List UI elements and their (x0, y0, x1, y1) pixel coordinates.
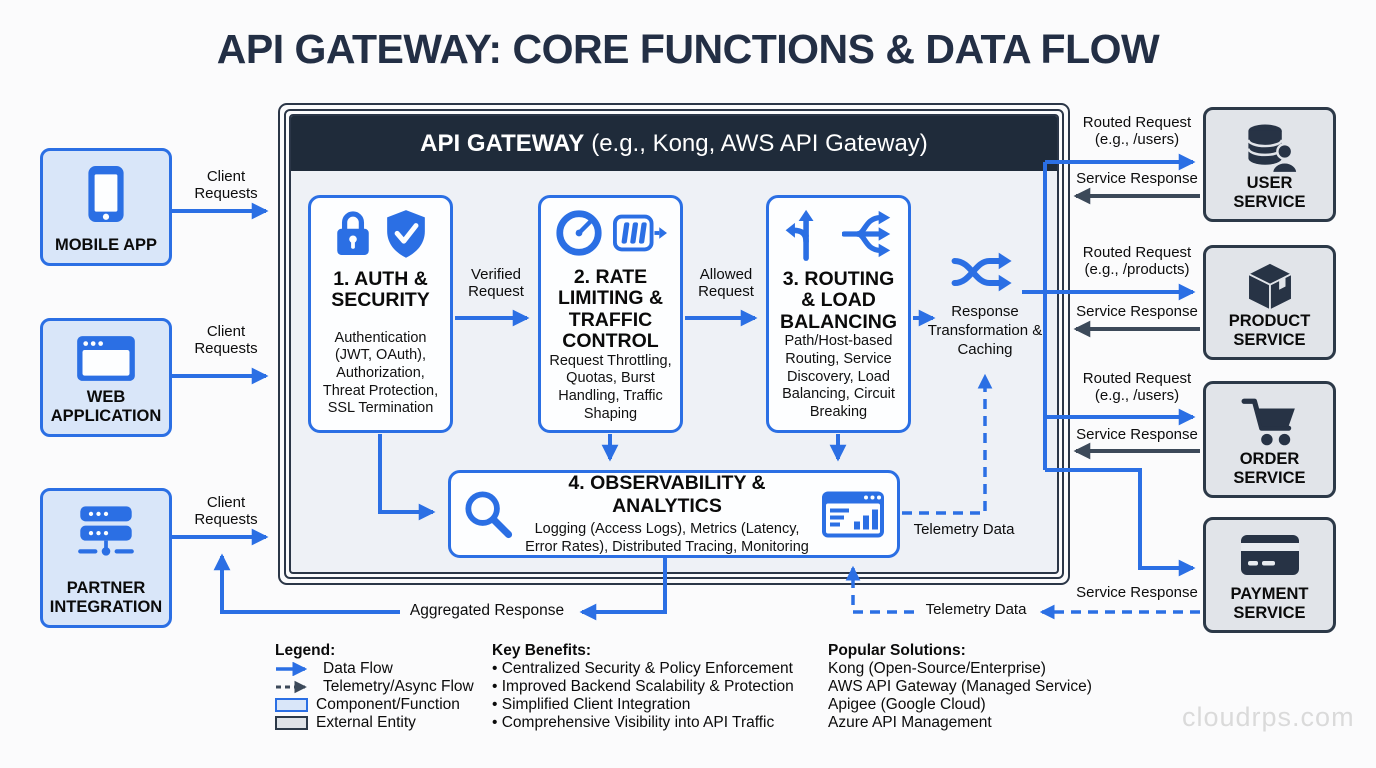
allowed-request-label: Allowed Request (698, 266, 754, 301)
client-label: PARTNER INTEGRATION (49, 579, 163, 616)
legend-item-component: Component/Function (275, 696, 490, 714)
merge-arrows-icon (842, 210, 891, 258)
user-service-box: USER SERVICE (1203, 107, 1336, 222)
service-label: PRODUCT SERVICE (1228, 312, 1311, 349)
client-label: WEB APPLICATION (50, 388, 162, 425)
page-title: API GATEWAY: CORE FUNCTIONS & DATA FLOW (216, 26, 1160, 72)
split-arrows-icon (785, 209, 814, 261)
legend-block: Legend: Data Flow Telemetry/Async Flow C… (275, 642, 490, 732)
popular-solutions-block: Popular Solutions: Kong (Open-Source/Ent… (828, 642, 1128, 732)
web-application-box: WEB APPLICATION (40, 318, 172, 437)
key-benefit-item: • Centralized Security & Policy Enforcem… (492, 660, 793, 677)
lock-icon (337, 211, 369, 255)
observability-details: Logging (Access Logs), Metrics (Latency,… (525, 521, 809, 555)
auth-security-icons (332, 208, 429, 260)
service-label: PAYMENT SERVICE (1230, 585, 1309, 622)
browser-icon (77, 336, 135, 381)
client-label: MOBILE APP (54, 235, 158, 254)
shield-check-icon (387, 209, 425, 258)
service-response-label: Service Response (1076, 426, 1198, 443)
routing-icons (781, 208, 896, 261)
key-benefits-title: Key Benefits: (492, 642, 592, 659)
popular-solutions-title: Popular Solutions: (828, 642, 966, 659)
response-transformation-label: Response Transformation & Caching (927, 303, 1043, 358)
payment-service-box: PAYMENT SERVICE (1203, 517, 1336, 633)
product-service-box: PRODUCT SERVICE (1203, 245, 1336, 360)
aggregated-response-label: Aggregated Response (409, 602, 565, 619)
verified-request-label: Verified Request (468, 266, 524, 301)
function-title: 3. ROUTING & LOAD BALANCING (780, 268, 897, 333)
routing-load-balancing-box: 3. ROUTING & LOAD BALANCING Path/Host-ba… (766, 195, 911, 433)
service-label: USER SERVICE (1233, 174, 1306, 211)
legend-label: Data Flow (323, 660, 393, 677)
package-icon (1245, 261, 1294, 312)
partner-integration-box: PARTNER INTEGRATION (40, 488, 172, 628)
dashboard-icon (822, 491, 884, 537)
function-title: 1. AUTH & SECURITY (331, 268, 430, 312)
order-service-box: ORDER SERVICE (1203, 381, 1336, 498)
auth-security-box: 1. AUTH & SECURITY Authentication (JWT, … (308, 195, 453, 433)
legend-label: Component/Function (316, 696, 460, 713)
telemetry-data-label-outside: Telemetry Data (925, 601, 1027, 618)
service-response-label: Service Response (1076, 303, 1198, 320)
routed-request-label: Routed Request (e.g., /users) (1082, 114, 1192, 149)
rate-limiting-box: 2. RATE LIMITING & TRAFFIC CONTROL Reque… (538, 195, 683, 433)
server-icon (78, 506, 134, 556)
smartphone-icon (88, 166, 124, 222)
popular-solution-item: AWS API Gateway (Managed Service) (828, 678, 1092, 695)
key-benefit-item: • Comprehensive Visibility into API Traf… (492, 714, 775, 731)
component-box-swatch (275, 698, 308, 712)
watermark: cloudrps.com (1182, 702, 1355, 732)
credit-card-icon (1240, 535, 1299, 575)
database-user-icon (1246, 124, 1299, 175)
throttle-icon (613, 214, 667, 252)
gateway-header-subtitle: (e.g., Kong, AWS API Gateway) (591, 129, 928, 157)
gateway-header: API GATEWAY (e.g., Kong, AWS API Gateway… (291, 116, 1057, 171)
routed-request-label: Routed Request (e.g., /products) (1082, 244, 1192, 279)
function-details: Path/Host-based Routing, Service Discove… (782, 333, 895, 421)
gateway-header-title: API GATEWAY (420, 129, 585, 157)
rate-limiting-icons (554, 208, 667, 258)
legend-label: Telemetry/Async Flow (323, 678, 474, 695)
client-requests-label: Client Requests (194, 168, 258, 203)
gauge-icon (556, 210, 602, 256)
client-requests-label: Client Requests (194, 494, 258, 529)
mobile-app-box: MOBILE APP (40, 148, 172, 266)
data-flow-arrow-swatch (276, 662, 308, 676)
function-title: 2. RATE LIMITING & TRAFFIC CONTROL (557, 266, 664, 353)
service-label: ORDER SERVICE (1233, 450, 1306, 487)
observability-title: 4. OBSERVABILITY & ANALYTICS (568, 472, 766, 518)
legend-item-data-flow: Data Flow (275, 660, 490, 678)
key-benefit-item: • Simplified Client Integration (492, 696, 691, 713)
popular-solution-item: Apigee (Google Cloud) (828, 696, 986, 713)
telemetry-data-label-inside: Telemetry Data (913, 521, 1015, 538)
legend-item-external: External Entity (275, 714, 490, 732)
magnifier-icon (465, 491, 513, 539)
legend-label: External Entity (316, 714, 416, 731)
cart-icon (1241, 398, 1295, 446)
key-benefits-block: Key Benefits: • Centralized Security & P… (492, 642, 812, 732)
key-benefit-item: • Improved Backend Scalability & Protect… (492, 678, 794, 695)
popular-solution-item: Kong (Open-Source/Enterprise) (828, 660, 1046, 677)
shuffle-icon (951, 252, 1012, 292)
legend-item-telemetry-flow: Telemetry/Async Flow (275, 678, 490, 696)
legend-title: Legend: (275, 642, 336, 659)
function-details: Authentication (JWT, OAuth), Authorizati… (322, 329, 439, 417)
observability-text: 4. OBSERVABILITY & ANALYTICS Logging (Ac… (523, 472, 811, 556)
client-requests-label: Client Requests (194, 323, 258, 358)
service-response-label: Service Response (1076, 584, 1198, 601)
popular-solution-item: Azure API Management (828, 714, 992, 731)
observability-analytics-box: 4. OBSERVABILITY & ANALYTICS Logging (Ac… (448, 470, 900, 558)
routed-request-label: Routed Request (e.g., /users) (1082, 370, 1192, 405)
external-entity-swatch (275, 716, 308, 730)
service-response-label: Service Response (1076, 170, 1198, 187)
function-details: Request Throttling, Quotas, Burst Handli… (549, 352, 672, 422)
telemetry-flow-arrow-swatch (276, 680, 307, 694)
